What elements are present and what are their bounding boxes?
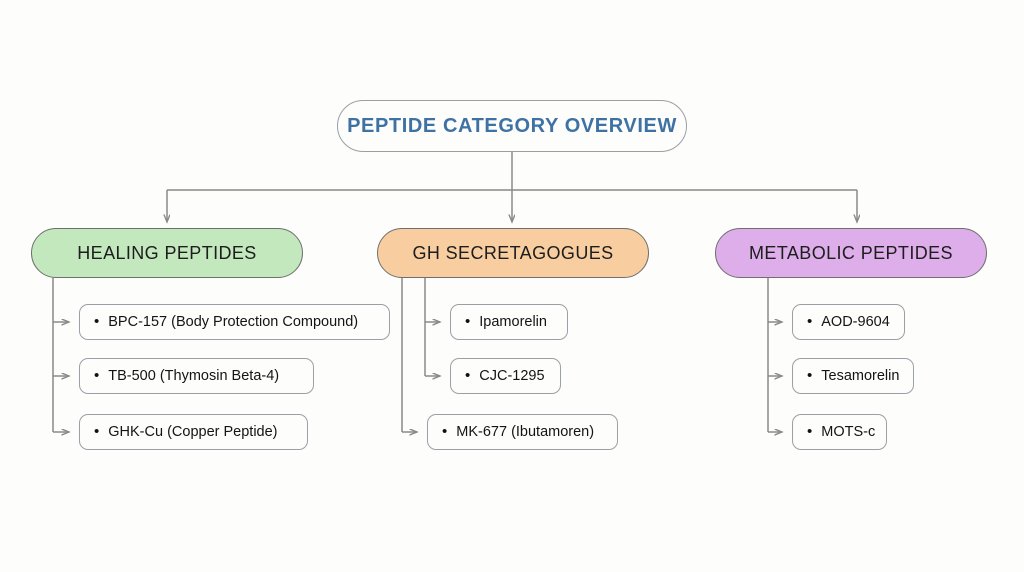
category-node-label: GH SECRETAGOGUES <box>412 242 614 263</box>
category-node-healing-peptides[interactable]: HEALING PEPTIDES <box>31 228 303 278</box>
leaf-node-label: TB-500 (Thymosin Beta-4) <box>108 368 280 384</box>
leaf-node[interactable]: • CJC-1295 <box>450 358 561 394</box>
leaf-node-label: BPC-157 (Body Protection Compound) <box>108 314 359 330</box>
leaf-node-label: GHK-Cu (Copper Peptide) <box>108 424 278 440</box>
leaf-node[interactable]: • MK-677 (Ibutamoren) <box>427 414 618 450</box>
leaf-node[interactable]: • TB-500 (Thymosin Beta-4) <box>79 358 314 394</box>
bullet-icon: • <box>807 366 813 384</box>
bullet-icon: • <box>94 422 100 440</box>
bullet-icon: • <box>465 366 471 384</box>
bullet-icon: • <box>442 422 448 440</box>
leaf-node-label: MK-677 (Ibutamoren) <box>456 424 595 440</box>
root-node-label: PEPTIDE CATEGORY OVERVIEW <box>347 114 677 137</box>
leaf-node-label: AOD-9604 <box>821 314 890 330</box>
category-node-metabolic-peptides[interactable]: METABOLIC PEPTIDES <box>715 228 987 278</box>
leaf-node[interactable]: • MOTS-c <box>792 414 887 450</box>
leaf-node[interactable]: • Tesamorelin <box>792 358 914 394</box>
bullet-icon: • <box>807 312 813 330</box>
leaf-node[interactable]: • GHK-Cu (Copper Peptide) <box>79 414 308 450</box>
bullet-icon: • <box>807 422 813 440</box>
leaf-node-label: CJC-1295 <box>479 368 545 384</box>
bullet-icon: • <box>465 312 471 330</box>
leaf-node-label: Ipamorelin <box>479 314 547 330</box>
leaf-node-label: Tesamorelin <box>821 368 900 384</box>
bullet-icon: • <box>94 366 100 384</box>
root-node[interactable]: PEPTIDE CATEGORY OVERVIEW <box>337 100 687 152</box>
bullet-icon: • <box>94 312 100 330</box>
leaf-node[interactable]: • BPC-157 (Body Protection Compound) <box>79 304 390 340</box>
category-node-label: METABOLIC PEPTIDES <box>749 242 953 263</box>
leaf-node[interactable]: • AOD-9604 <box>792 304 905 340</box>
leaf-node[interactable]: • Ipamorelin <box>450 304 568 340</box>
category-node-label: HEALING PEPTIDES <box>77 242 257 263</box>
category-node-gh-secretagogues[interactable]: GH SECRETAGOGUES <box>377 228 649 278</box>
leaf-node-label: MOTS-c <box>821 424 876 440</box>
